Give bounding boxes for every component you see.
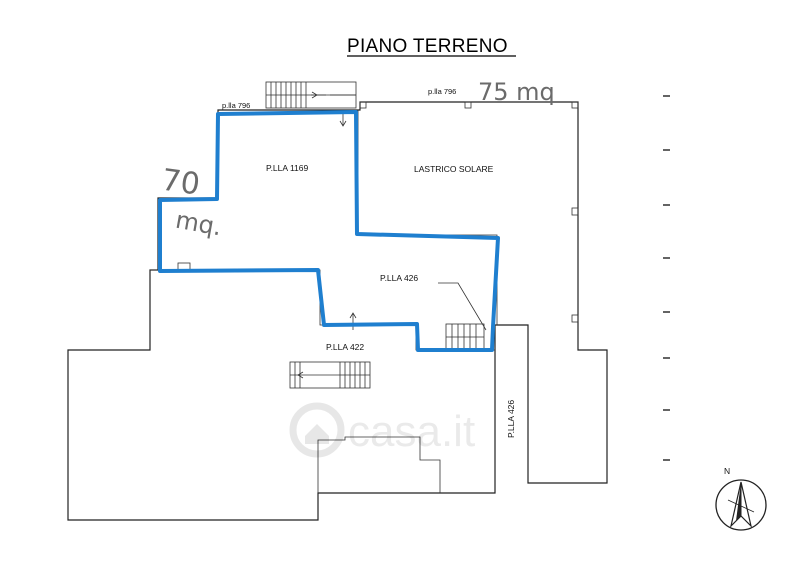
stairs-top	[265, 81, 357, 109]
wall-marker	[359, 101, 367, 109]
label-plla-796-top: p.lla 796	[428, 87, 456, 96]
label-lastrico-solare: LASTRICO SOLARE	[414, 164, 494, 174]
north-label: N	[724, 466, 730, 476]
inner-wall-lower-notch	[317, 436, 441, 493]
building-outline	[67, 101, 608, 521]
handwritten-area-left-unit: mq.	[173, 206, 223, 242]
entry-arrow-middle	[349, 312, 357, 330]
label-plla-1169: P.LLA 1169	[266, 163, 309, 173]
leader-line	[438, 282, 487, 331]
compass-icon	[715, 479, 767, 531]
wall-marker	[571, 314, 579, 323]
wall-marker	[464, 101, 472, 109]
watermark	[289, 402, 345, 458]
label-plla-426-upper: P.LLA 426	[380, 273, 418, 283]
plan-title: PIANO TERRENO	[347, 36, 508, 57]
stairs-right	[445, 323, 485, 351]
highlighted-area-outline	[158, 110, 500, 352]
label-plla-422: P.LLA 422	[326, 342, 364, 352]
watermark-text: casa.it	[348, 407, 475, 456]
stairs-center	[289, 361, 371, 389]
handwritten-area-top: 75 mq	[478, 78, 555, 106]
wall-marker	[571, 207, 579, 216]
handwritten-area-left-number: 70	[159, 163, 202, 203]
entry-arrow-top	[339, 112, 347, 127]
label-plla-796-left: p.lla 796	[222, 101, 250, 110]
wall-marker	[571, 101, 579, 109]
right-edge-dashes	[663, 95, 670, 461]
inner-wall-lastrico	[357, 110, 498, 325]
label-plla-426-vertical: P.LLA 426	[506, 400, 516, 438]
